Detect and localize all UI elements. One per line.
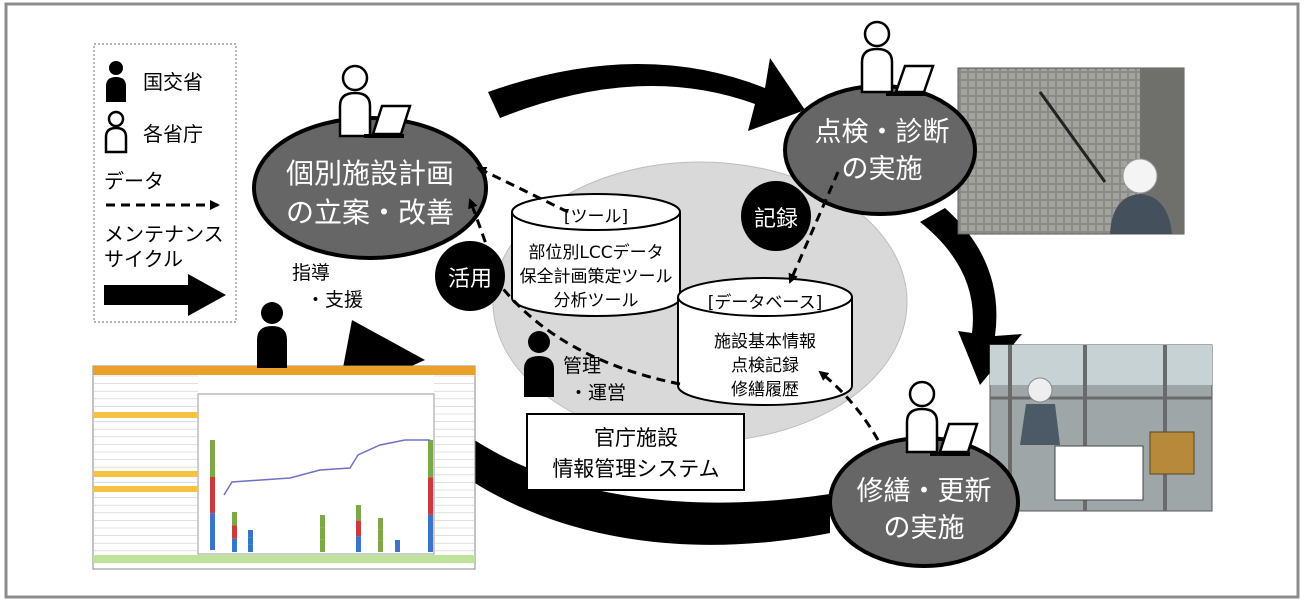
sheet-highlight-row: [93, 412, 198, 418]
sheet-bar: [248, 544, 253, 552]
legend-mlit-label: 国交省: [143, 70, 203, 94]
flow-tools-to-plan: [476, 166, 569, 214]
laptop-icon: [886, 64, 935, 96]
sheet-bar: [395, 540, 400, 544]
cycle-arrow-top: [488, 58, 805, 131]
sheet-bar: [320, 539, 325, 552]
sheet-bar: [428, 440, 433, 478]
use-badge: 活用: [435, 241, 505, 311]
sheet-bar: [248, 530, 253, 538]
inspect-node-line1: 点検・診断: [815, 117, 950, 148]
legend-data-label: データ: [104, 169, 164, 193]
inspect-node: 点検・診断 の実施: [783, 84, 977, 216]
flow-inspect-to-db: [788, 171, 840, 284]
sheet-bar: [378, 540, 383, 552]
guide-line2: ・支援: [306, 289, 363, 311]
database-title: [データベース]: [708, 292, 822, 313]
legend-thick-arrow-icon: [104, 274, 226, 316]
inspect-person-icon: [860, 20, 894, 94]
repair-person-icon: [905, 380, 939, 454]
record-badge-label: 記録: [754, 207, 798, 232]
person-filled-icon: [257, 302, 287, 368]
tools-item-2: 分析ツール: [554, 291, 639, 311]
system-box: 官庁施設 情報管理システム: [526, 413, 745, 491]
use-badge-label: 活用: [448, 267, 492, 292]
flow-repair-to-db: [818, 370, 880, 441]
maintenance-plan-sheet: [92, 365, 476, 570]
sheet-bar: [356, 505, 361, 521]
sheet-bar: [356, 520, 361, 537]
cycle-arrow-right: [920, 208, 1022, 385]
sheet-bar: [356, 536, 361, 552]
legend-cycle-line1: メンテナンス: [104, 222, 224, 246]
sheet-bar: [210, 476, 215, 514]
plan-node-line2: の立案・改善: [286, 196, 454, 229]
database-cylinder: [データベース] 施設基本情報 点検記録 修繕履歴: [677, 277, 853, 406]
manage-line2: ・運営: [569, 382, 626, 404]
tools-item-1: 保全計画策定ツール: [520, 267, 673, 287]
repair-node-line1: 修繕・更新: [857, 476, 992, 507]
person-filled-icon: [524, 331, 554, 397]
system-line2: 情報管理システム: [552, 457, 719, 481]
laptop-icon: [364, 104, 412, 138]
plan-person-icon: [338, 64, 372, 138]
database-item-2: 修繕履歴: [731, 380, 799, 400]
sheet-bar: [232, 538, 237, 552]
outer-frame: [4, 2, 1300, 599]
manage-line1: 管理: [563, 355, 601, 377]
legend-ministries-label: 各省庁: [143, 122, 203, 146]
sheet-bar: [428, 514, 433, 552]
sheet-bar: [378, 529, 383, 541]
sheet-highlight-row: [93, 471, 198, 477]
system-line1: 官庁施設: [594, 426, 678, 450]
sheet-bar: [395, 544, 400, 548]
tools-item-0: 部位別LCCデータ: [528, 242, 663, 263]
sheet-bar: [320, 515, 325, 528]
data-flows: [468, 166, 880, 441]
legend-box: 国交省 各省庁 データ メンテナンス サイクル: [93, 43, 237, 323]
sheet-bar: [320, 527, 325, 540]
person-filled-icon: [106, 61, 126, 102]
sheet-bar: [428, 477, 433, 515]
sheet-highlight-row: [93, 486, 198, 492]
database-item-0: 施設基本情報: [714, 332, 816, 352]
plan-node-line1: 個別施設計画: [286, 157, 454, 190]
sheet-bar: [395, 548, 400, 552]
database-item-1: 点検記録: [731, 356, 799, 376]
sheet-bar: [378, 518, 383, 530]
repair-node: 修繕・更新 の実施: [828, 436, 1020, 568]
sheet-bar: [248, 537, 253, 545]
record-badge: 記録: [741, 181, 811, 251]
inspect-node-line2: の実施: [842, 154, 923, 185]
person-outline-icon: [104, 110, 128, 154]
sheet-bar: [210, 440, 215, 477]
sheet-bar: [232, 525, 237, 539]
guide-line1: 指導: [292, 262, 330, 284]
sheet-bar: [232, 512, 237, 526]
inspection-photo: [957, 67, 1185, 235]
tools-cylinder: [ツール] 部位別LCCデータ 保全計画策定ツール 分析ツール: [511, 193, 681, 317]
plan-node: 個別施設計画 の立案・改善: [252, 116, 488, 260]
sheet-bar: [210, 513, 215, 550]
tools-title: [ツール]: [564, 207, 628, 227]
laptop-icon: [930, 422, 979, 456]
legend-cycle-line2: サイクル: [104, 247, 183, 271]
repair-node-line2: の実施: [884, 513, 965, 544]
repair-photo: [989, 344, 1213, 512]
